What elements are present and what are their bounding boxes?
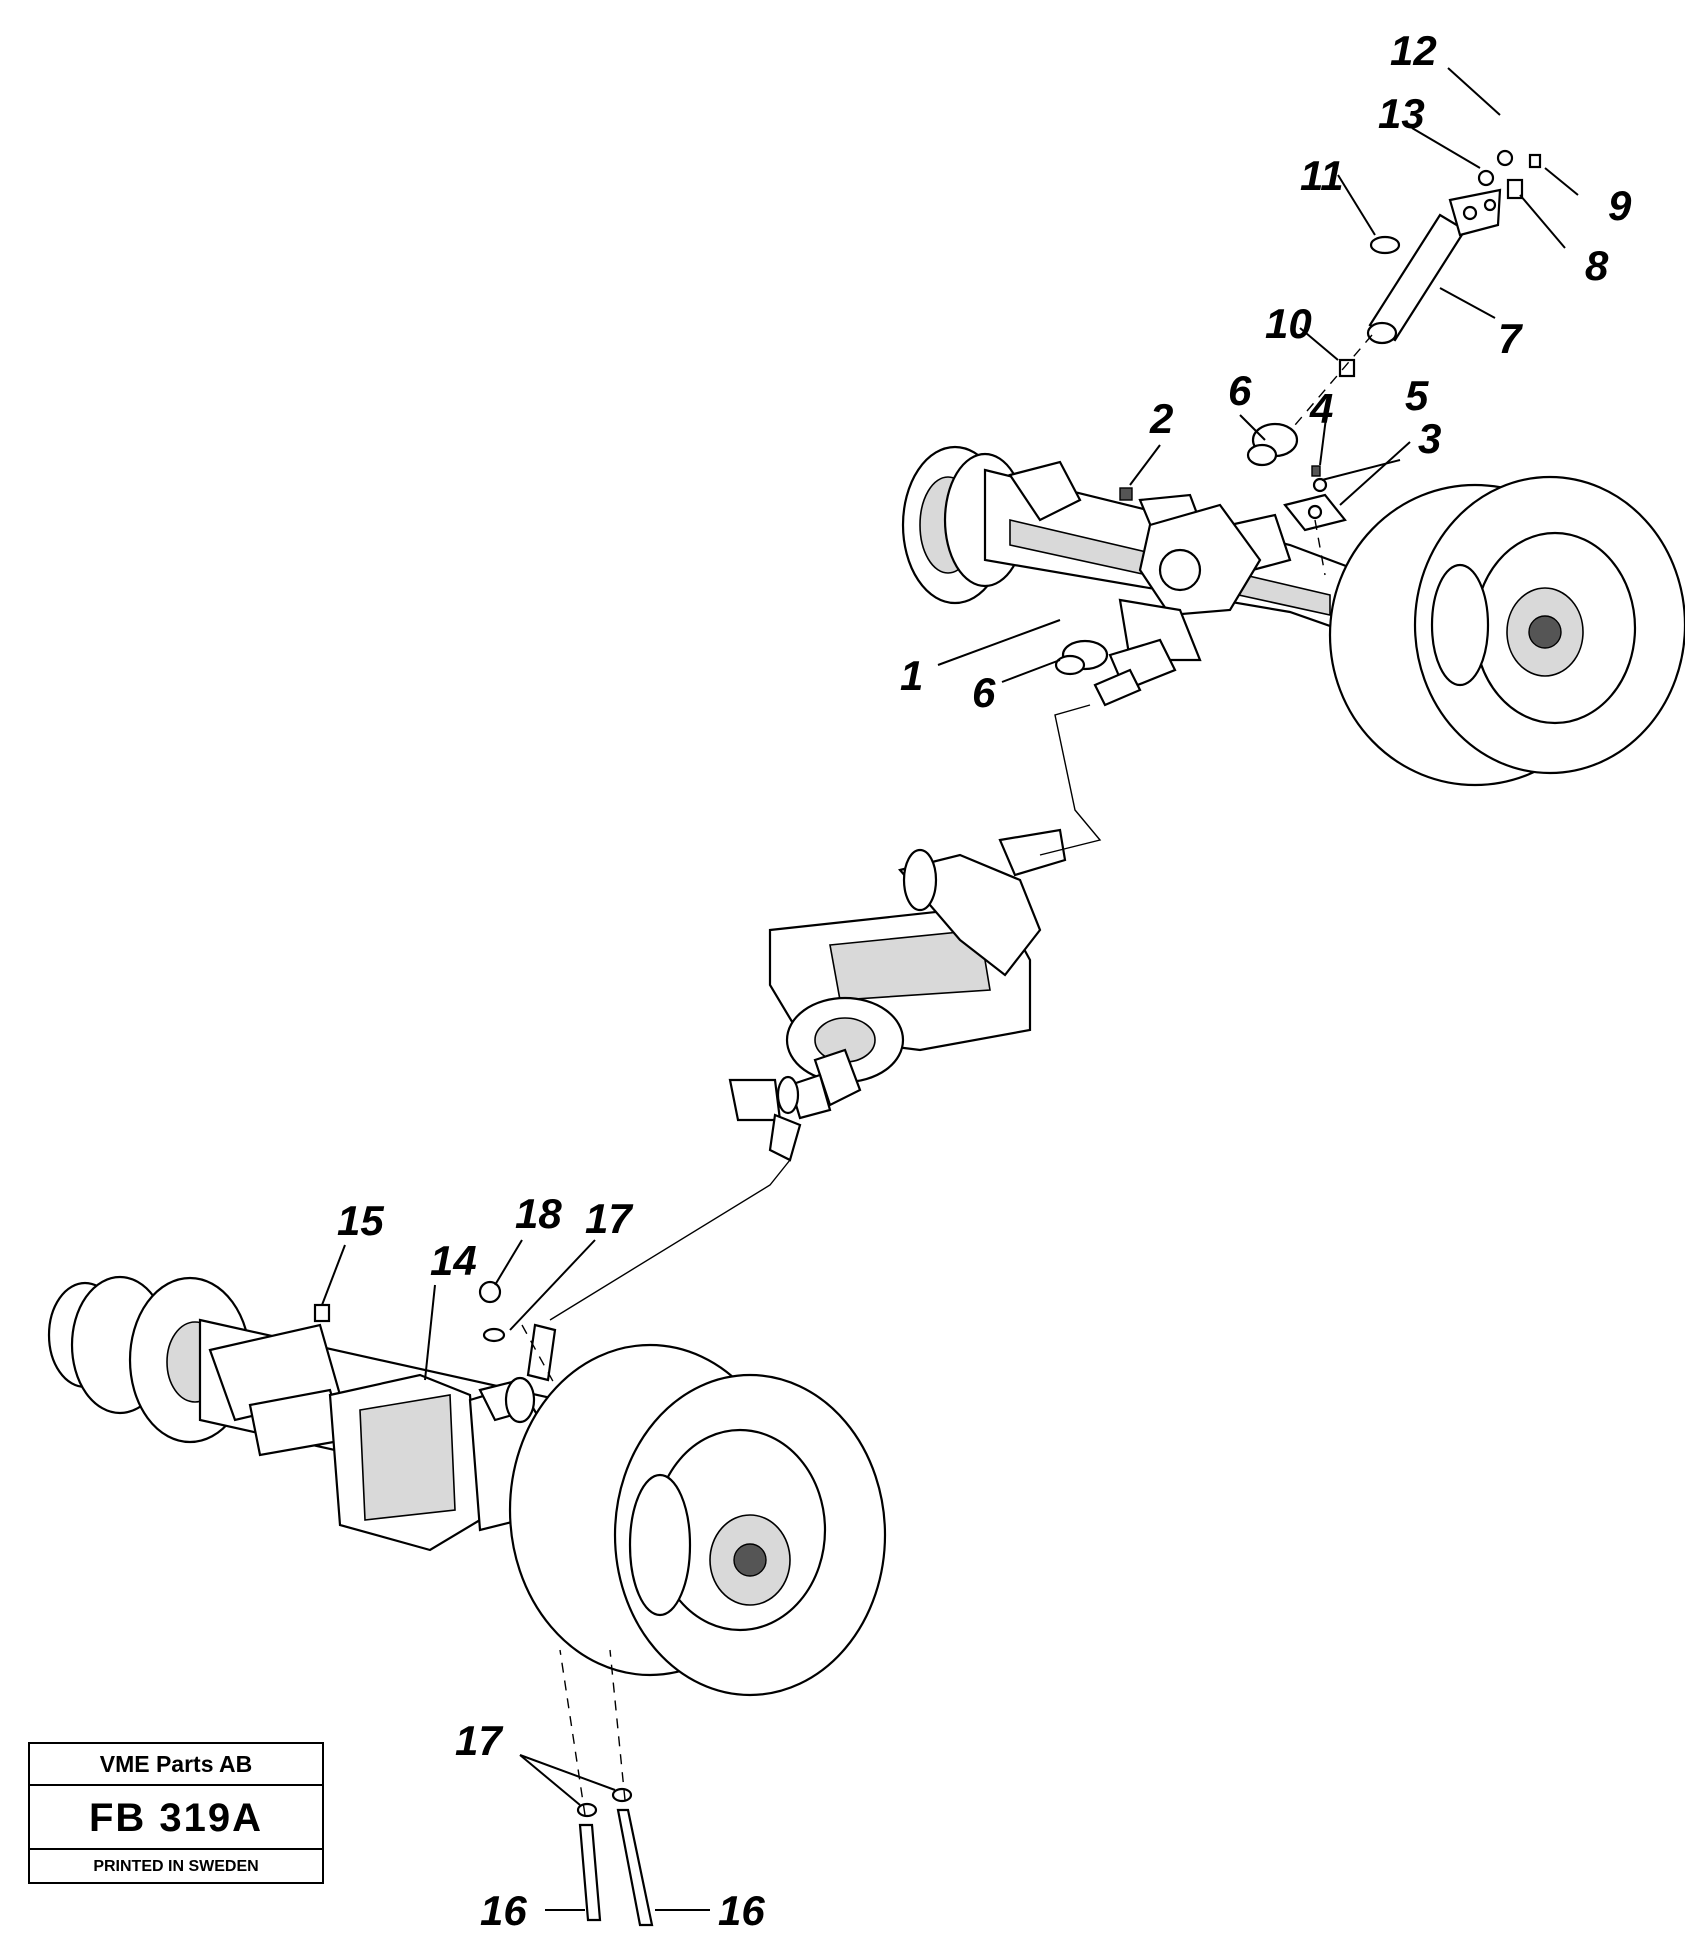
guide-line-1 <box>1294 334 1373 426</box>
oscillation-cylinder <box>1338 149 1542 378</box>
drive-shaft-rear <box>549 1159 791 1321</box>
callout-6-lower: 6 <box>972 669 996 716</box>
callout-2: 2 <box>1150 395 1174 442</box>
title-block: VME Parts AB FB 319A PRINTED IN SWEDEN <box>28 1742 324 1884</box>
printed-note: PRINTED IN SWEDEN <box>93 1858 259 1875</box>
callout-8: 8 <box>1585 242 1609 289</box>
callout-14: 14 <box>430 1237 477 1284</box>
callout-12: 12 <box>1390 27 1437 74</box>
transmission-assembly <box>728 828 1067 1162</box>
callout-13: 13 <box>1378 90 1425 137</box>
drawing-code: FB 319A <box>30 1786 322 1850</box>
callout-7: 7 <box>1498 315 1522 362</box>
callout-4: 4 <box>1310 385 1334 432</box>
callout-16-left: 16 <box>480 1887 527 1934</box>
callout-9: 9 <box>1608 182 1632 229</box>
guide-line-2 <box>1314 519 1326 576</box>
front-wheel <box>1328 475 1685 787</box>
rear-wheel <box>508 1343 887 1697</box>
guide-line-5 <box>609 1649 626 1801</box>
callout-5: 5 <box>1405 372 1429 419</box>
callout-17-lower: 17 <box>455 1717 502 1764</box>
callout-17-upper: 17 <box>585 1195 632 1242</box>
callout-6-upper: 6 <box>1228 367 1252 414</box>
callout-10: 10 <box>1265 300 1312 347</box>
guide-line-3 <box>521 1324 556 1386</box>
leader-lines <box>321 67 1579 1911</box>
callout-3: 3 <box>1418 415 1442 462</box>
callout-1: 1 <box>900 652 924 699</box>
drive-shaft-front <box>1039 704 1102 856</box>
guide-line-4 <box>559 1649 586 1816</box>
callout-15: 15 <box>337 1197 384 1244</box>
mounting-bolts <box>576 1787 654 1927</box>
callout-11: 11 <box>1300 152 1344 199</box>
callout-16-right: 16 <box>718 1887 765 1934</box>
company-name: VME Parts AB <box>30 1744 322 1786</box>
front-axle-assembly <box>901 422 1372 707</box>
callout-18: 18 <box>515 1190 562 1237</box>
